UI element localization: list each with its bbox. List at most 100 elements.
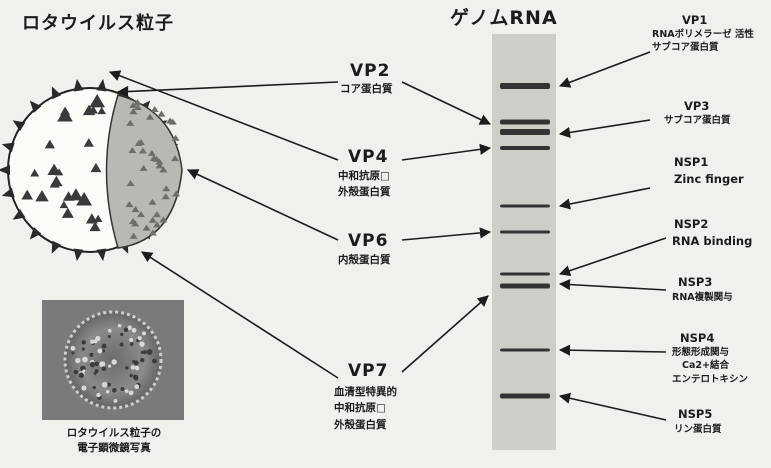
em-texture-dot — [96, 393, 100, 397]
em-texture-dot — [82, 347, 85, 350]
vp1-line-2: RNAポリメラーゼ 活性 — [652, 30, 754, 40]
em-texture-dot — [143, 350, 147, 354]
em-texture-dot — [111, 359, 117, 365]
gel-band — [500, 120, 550, 125]
nsp3-name: NSP3 — [672, 276, 733, 289]
em-texture-dot — [90, 362, 95, 367]
em-texture-dot — [97, 348, 102, 353]
em-texture-dot — [81, 385, 86, 390]
label-vp2: VP2 コア蛋白質 — [340, 62, 393, 95]
em-texture-dot — [94, 372, 97, 375]
vp3-name: VP3 — [664, 100, 731, 113]
label-nsp4: NSP4 形態形成関与 Ca2+結合 エンテロトキシン — [672, 332, 748, 385]
vp6-arrow-gel — [402, 232, 490, 240]
em-texture-dot — [70, 346, 75, 351]
em-texture-dot — [139, 341, 144, 346]
inner-tooth — [157, 111, 165, 117]
em-texture-dot — [125, 389, 129, 393]
vp7-name: VP7 — [334, 362, 397, 381]
em-texture-dot — [132, 328, 137, 333]
nsp2-arrow — [560, 238, 666, 274]
genome-rna-title: ゲノムRNA — [450, 8, 558, 29]
em-texture-dot — [152, 359, 157, 364]
gel-band — [500, 273, 550, 276]
em-texture-dot — [82, 357, 88, 363]
nsp5-line-2: リン蛋白質 — [672, 425, 722, 435]
em-texture-dot — [108, 329, 112, 333]
nsp1-arrow — [560, 188, 650, 206]
label-vp7: VP7 血清型特異的 中和抗原□ 外殻蛋白質 — [334, 362, 397, 431]
em-texture-dot — [93, 386, 96, 389]
vp7-desc-3: 外殻蛋白質 — [334, 420, 397, 432]
em-texture-dot — [106, 390, 109, 393]
em-texture-dot — [120, 333, 123, 336]
vp1-name: VP1 — [652, 14, 754, 27]
inner-capsid-cutaway — [107, 95, 183, 248]
vp1-line-3: サブコア蛋白質 — [652, 43, 754, 53]
vp6-arrow-particle — [188, 170, 338, 240]
vp3-line-2: サブコア蛋白質 — [664, 116, 731, 126]
em-texture-dot — [90, 340, 94, 344]
em-texture-dot — [120, 387, 124, 391]
vp4-name: VP4 — [338, 148, 391, 167]
label-nsp5: NSP5 リン蛋白質 — [672, 408, 722, 435]
nsp5-arrow — [560, 396, 666, 420]
gel-band — [500, 394, 550, 399]
em-texture-dot — [124, 327, 129, 332]
em-texture-dot — [118, 324, 122, 328]
gel-band — [500, 146, 550, 150]
em-texture-dot — [95, 362, 99, 366]
em-texture-dot — [142, 331, 146, 335]
nsp1-name: NSP1 — [674, 156, 744, 169]
vp2-desc: コア蛋白質 — [340, 84, 393, 96]
em-texture-dot — [102, 382, 108, 388]
vp7-desc-2: 中和抗原□ — [334, 403, 397, 415]
gel-band — [500, 129, 550, 135]
spike — [74, 248, 84, 261]
em-caption-line-1: ロタウイルス粒子の — [44, 428, 184, 440]
nsp4-line-3: Ca2+結合 — [672, 361, 748, 371]
em-texture-dot — [129, 390, 134, 395]
vp4-arrow-gel — [402, 148, 490, 160]
nsp4-line-2: 形態形成関与 — [672, 348, 748, 358]
nsp2-line-2: RNA binding — [672, 235, 752, 248]
em-texture-dot — [134, 384, 139, 389]
gel-lane — [492, 34, 556, 450]
inner-tooth — [151, 106, 159, 112]
em-texture-dot — [131, 365, 135, 369]
gel-arrows-left — [402, 82, 490, 372]
em-texture-dot — [114, 399, 118, 403]
gel-band — [500, 231, 550, 234]
nsp5-name: NSP5 — [672, 408, 722, 421]
spike — [96, 79, 106, 92]
label-nsp1: NSP1 Zinc finger — [674, 156, 744, 185]
label-nsp2: NSP2 RNA binding — [672, 218, 752, 247]
label-nsp3: NSP3 RNA複製関与 — [672, 276, 733, 303]
em-texture-dot — [108, 365, 111, 368]
vp3-arrow — [560, 120, 650, 134]
spike — [0, 165, 10, 175]
nsp4-line-4: エンテロトキシン — [672, 375, 748, 385]
vp2-arrow-gel — [402, 82, 490, 124]
em-texture-dot — [79, 373, 84, 378]
gel-band — [500, 205, 550, 208]
vp6-desc: 内殻蛋白質 — [338, 255, 391, 267]
label-vp6: VP6 内殻蛋白質 — [338, 232, 391, 266]
label-vp3: VP3 サブコア蛋白質 — [664, 100, 731, 126]
virus-particle-illustration — [0, 79, 182, 261]
em-texture-dot — [140, 358, 144, 362]
nsp3-line-2: RNA複製関与 — [672, 293, 733, 303]
em-texture-dot — [102, 366, 107, 371]
em-texture-dot — [89, 353, 93, 357]
em-texture-dot — [74, 370, 78, 374]
em-texture-dot — [147, 349, 153, 355]
electron-micrograph — [42, 300, 184, 420]
em-texture-dot — [112, 388, 117, 393]
nsp4-arrow — [560, 350, 666, 352]
em-texture-dot — [135, 366, 139, 370]
em-caption: ロタウイルス粒子の 電子顕微鏡写真 — [44, 428, 184, 454]
em-caption-line-2: 電子顕微鏡写真 — [44, 443, 184, 455]
em-texture-dot — [82, 369, 85, 372]
vp1-arrow — [560, 52, 650, 86]
